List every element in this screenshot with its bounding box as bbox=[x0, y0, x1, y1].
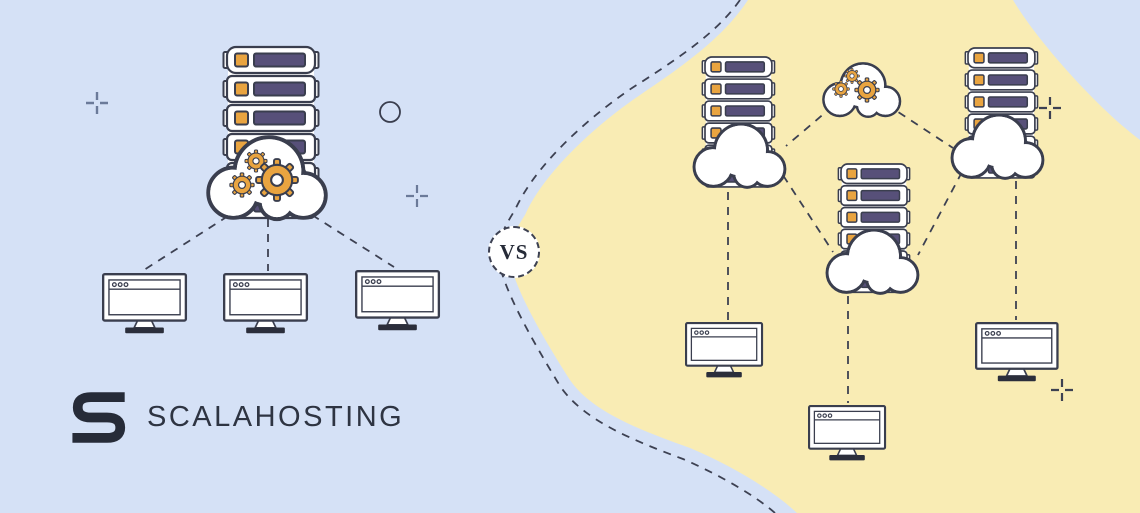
dashed-link bbox=[143, 215, 229, 271]
blob-dashed-outline bbox=[496, 0, 776, 513]
dashed-link bbox=[885, 103, 954, 149]
gear-icon bbox=[854, 77, 880, 103]
brand-logo-text: SCALAHOSTING bbox=[147, 400, 405, 433]
gear-icon bbox=[255, 158, 299, 202]
brand-logo[interactable]: SCALAHOSTING bbox=[68, 388, 404, 446]
gear-icon bbox=[844, 68, 860, 84]
monitor-icon bbox=[102, 272, 188, 335]
scalahosting-s-icon bbox=[72, 391, 126, 443]
gear-icon bbox=[229, 172, 255, 198]
plus-decoration-icon bbox=[84, 90, 110, 116]
dashed-link bbox=[785, 105, 834, 147]
dashed-link bbox=[774, 162, 834, 253]
vs-badge: VS bbox=[488, 226, 540, 278]
circle-decoration-icon bbox=[379, 101, 401, 123]
connection-lines bbox=[143, 103, 1017, 403]
gear-icon bbox=[832, 80, 850, 98]
monitor-icon bbox=[223, 272, 309, 335]
dashed-link bbox=[311, 214, 395, 268]
decorations bbox=[84, 90, 1075, 403]
monitor-icon bbox=[354, 269, 441, 332]
dashed-link bbox=[917, 171, 963, 256]
plus-decoration-icon bbox=[404, 183, 430, 209]
